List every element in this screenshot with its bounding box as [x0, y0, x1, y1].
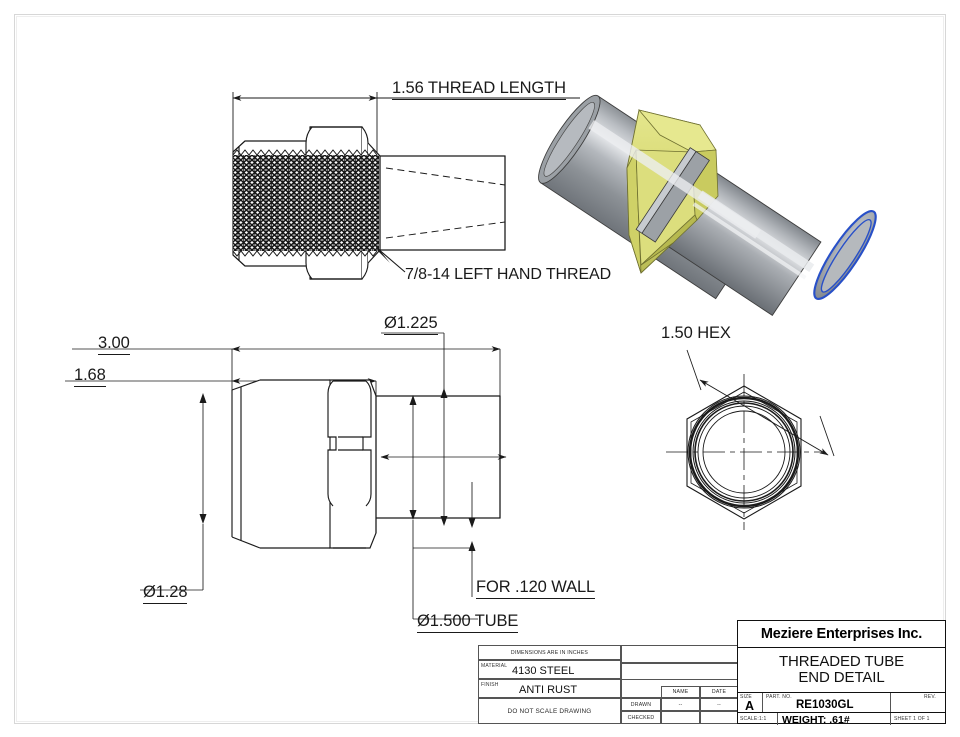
dim-shoulder-length: 1.68 [74, 366, 106, 387]
value-material: 4130 STEEL [512, 665, 575, 677]
label-finish: FINISH [481, 681, 499, 688]
value-size: A [745, 699, 755, 713]
label-material: MATERIAL [481, 662, 508, 669]
dim-thread-length: 1.56 THREAD LENGTH [392, 79, 566, 100]
label-scale: SCALE:1:1 [740, 716, 767, 722]
drawing-title-line1: THREADED TUBE [778, 653, 905, 671]
drawing-title: THREADED TUBE END DETAIL [738, 648, 945, 693]
label-sheet: SHEET 1 OF 1 [894, 716, 930, 722]
label-rev: REV. [924, 694, 937, 700]
dim-bore-diameter: Ø1.225 [384, 314, 438, 335]
scale-weight-sheet-row: SCALE:1:1 WEIGHT: .61# SHEET 1 OF 1 [738, 713, 945, 726]
value-part-no: RE1030GL [796, 698, 854, 711]
value-finish: ANTI RUST [519, 684, 578, 696]
header-name: NAME [672, 689, 689, 695]
note-units: DIMENSIONS ARE IN INCHES [510, 649, 589, 656]
label-size: SIZE [740, 694, 752, 700]
view-isometric-3d [538, 94, 877, 317]
label-weight: WEIGHT: .61# [782, 713, 850, 726]
dim-small-diameter: Ø1.28 [143, 583, 188, 604]
view-section [65, 332, 507, 620]
company-name: Meziere Enterprises Inc. [738, 621, 945, 648]
view-threaded-tube-side [232, 92, 580, 280]
value-drawn-name: -- [678, 701, 683, 708]
view-hex-end [666, 349, 835, 530]
title-block-identification: Meziere Enterprises Inc. THREADED TUBE E… [737, 620, 946, 726]
value-drawn-date: -- [717, 701, 721, 708]
label-part-no: PART. NO. [766, 694, 792, 700]
identification-row: SIZE A PART. NO. RE1030GL REV. [738, 693, 945, 713]
dim-thread-spec: 7/8-14 LEFT HAND THREAD [405, 266, 612, 283]
header-date: DATE [711, 689, 727, 695]
title-block: DIMENSIONS ARE IN INCHES MATERIAL 4130 S… [478, 620, 946, 726]
label-drawn: DRAWN [630, 701, 652, 708]
label-checked: CHECKED [627, 714, 655, 721]
dim-hex-size: 1.50 HEX [661, 324, 731, 342]
dim-tube-diameter: Ø1.500 TUBE [417, 612, 518, 633]
dim-overall-length: 3.00 [98, 334, 130, 355]
note-do-not-scale: DO NOT SCALE DRAWING [507, 707, 592, 715]
note-wall-thickness: FOR .120 WALL [476, 578, 595, 599]
drawing-frame-border [14, 14, 946, 724]
title-block-notes: DIMENSIONS ARE IN INCHES MATERIAL 4130 S… [478, 645, 738, 724]
drawing-title-line2: END DETAIL [798, 669, 885, 686]
